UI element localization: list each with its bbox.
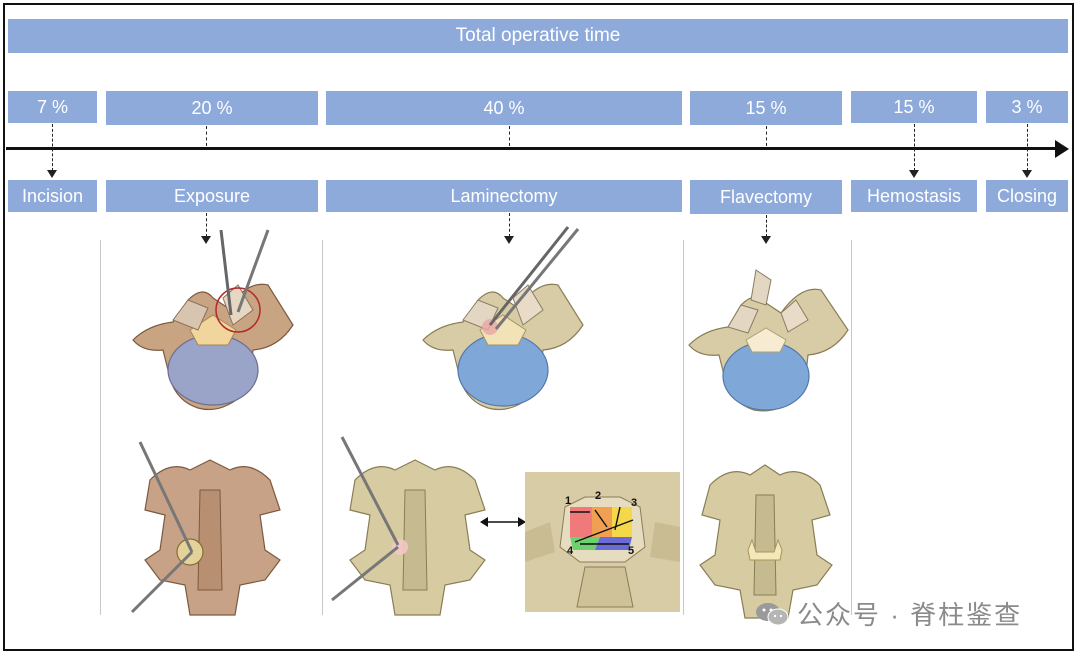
connector-hemostasis bbox=[914, 124, 915, 171]
phase-bar-closing: Closing bbox=[986, 180, 1068, 212]
timeline-arrowhead bbox=[1055, 140, 1069, 158]
phase-bar-incision: Incision bbox=[8, 180, 97, 212]
laminectomy-posterior-illustration bbox=[331, 436, 486, 616]
double-arrow bbox=[480, 517, 526, 527]
percent-incision: 7 % bbox=[36, 96, 69, 117]
header-title: Total operative time bbox=[455, 25, 621, 46]
percent-bar-closing: 3 % bbox=[986, 91, 1068, 123]
percent-hemostasis: 15 % bbox=[893, 96, 935, 117]
percent-bar-laminectomy: 40 % bbox=[326, 91, 682, 125]
separator-1 bbox=[100, 240, 101, 615]
percent-closing: 3 % bbox=[1011, 96, 1043, 117]
arrowhead-laminectomy bbox=[504, 236, 514, 244]
arrowhead-hemostasis bbox=[909, 170, 919, 178]
percent-laminectomy: 40 % bbox=[483, 97, 525, 118]
percent-exposure: 20 % bbox=[191, 97, 233, 118]
phase-incision: Incision bbox=[21, 185, 84, 206]
arrowhead-flavectomy bbox=[761, 236, 771, 244]
phase-closing: Closing bbox=[996, 185, 1058, 206]
connector-flavectomy-down bbox=[766, 215, 767, 237]
percent-bar-flavectomy: 15 % bbox=[690, 91, 842, 125]
connector-laminectomy-down bbox=[509, 213, 510, 237]
arrowhead-incision bbox=[47, 170, 57, 178]
step-label-2: 2 bbox=[595, 490, 601, 502]
connector-laminectomy bbox=[509, 126, 510, 146]
phase-bar-laminectomy: Laminectomy bbox=[326, 180, 682, 212]
percent-flavectomy: 15 % bbox=[745, 97, 787, 118]
percent-bar-incision: 7 % bbox=[8, 91, 97, 123]
separator-3 bbox=[683, 240, 684, 615]
phase-bar-exposure: Exposure bbox=[106, 180, 318, 212]
phase-flavectomy: Flavectomy bbox=[719, 186, 813, 207]
figure-frame bbox=[3, 3, 1074, 651]
phase-hemostasis: Hemostasis bbox=[866, 185, 962, 206]
laminectomy-detail-illustration: 1 2 3 4 5 bbox=[525, 472, 680, 612]
flavectomy-axial-illustration bbox=[688, 269, 849, 412]
step-label-3: 3 bbox=[631, 497, 637, 509]
laminectomy-axial-illustration bbox=[422, 226, 584, 411]
arrowhead-exposure bbox=[201, 236, 211, 244]
watermark: 公众号 · 脊柱鉴查 bbox=[755, 595, 1022, 632]
connector-exposure-down bbox=[206, 213, 207, 237]
phase-exposure: Exposure bbox=[173, 185, 251, 206]
separator-2 bbox=[322, 240, 323, 615]
arrowhead-closing bbox=[1022, 170, 1032, 178]
step-label-4: 4 bbox=[567, 545, 574, 557]
phase-laminectomy: Laminectomy bbox=[450, 185, 558, 206]
phase-bar-hemostasis: Hemostasis bbox=[851, 180, 977, 212]
flavectomy-posterior-illustration bbox=[699, 464, 833, 619]
step-label-5: 5 bbox=[628, 545, 634, 557]
step-label-1: 1 bbox=[565, 495, 571, 507]
connector-closing bbox=[1027, 124, 1028, 171]
timeline-line bbox=[6, 147, 1058, 150]
connector-incision bbox=[52, 124, 53, 171]
percent-bar-exposure: 20 % bbox=[106, 91, 318, 125]
separator-4 bbox=[851, 240, 852, 615]
connector-flavectomy bbox=[766, 126, 767, 146]
phase-bar-flavectomy: Flavectomy bbox=[690, 180, 842, 214]
exposure-posterior-illustration bbox=[130, 441, 281, 616]
connector-exposure bbox=[206, 126, 207, 146]
percent-bar-hemostasis: 15 % bbox=[851, 91, 977, 123]
total-operative-time-bar: Total operative time bbox=[8, 19, 1068, 53]
wechat-icon bbox=[756, 602, 789, 625]
watermark-text: 公众号 · 脊柱鉴查 bbox=[797, 600, 1023, 630]
exposure-axial-illustration bbox=[132, 229, 294, 411]
